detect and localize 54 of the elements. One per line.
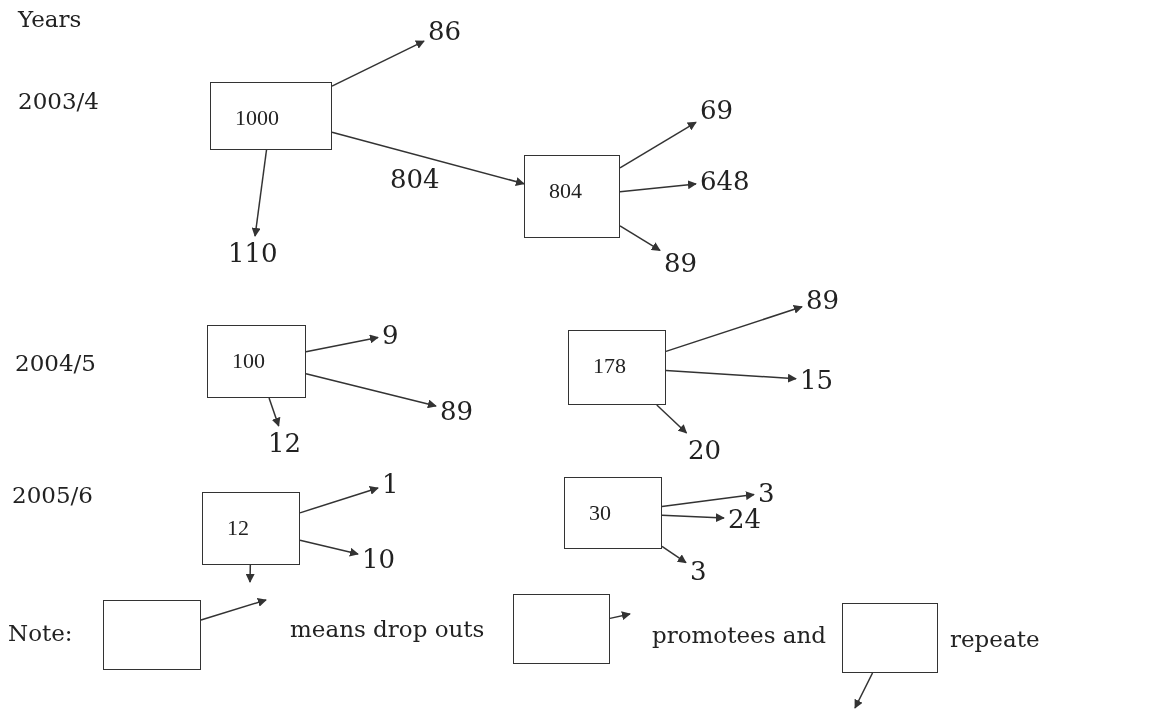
- process-box: 12: [202, 492, 300, 565]
- count-value: 15: [800, 367, 834, 393]
- note-text: Note:: [8, 622, 73, 645]
- arrow: [619, 180, 697, 193]
- arrow: [661, 513, 725, 523]
- note-text: 2005/6: [12, 484, 93, 507]
- count-value: 3: [758, 480, 775, 506]
- count-value: 69: [700, 97, 734, 123]
- count-value: 1: [382, 471, 399, 497]
- arrow: [245, 564, 255, 583]
- count-value: 3: [690, 558, 707, 584]
- arrow: [251, 149, 268, 237]
- arrow: [665, 305, 803, 353]
- empty-box: [513, 594, 610, 664]
- process-box: 804: [524, 155, 620, 238]
- arrow: [305, 334, 379, 353]
- arrow: [331, 40, 425, 87]
- arrow: [619, 225, 661, 252]
- arrow: [200, 598, 267, 621]
- count-value: 89: [440, 398, 474, 424]
- arrow: [609, 611, 631, 621]
- count-value: 89: [664, 250, 698, 276]
- count-value: 9: [382, 322, 399, 348]
- note-text: 2004/5: [15, 352, 96, 375]
- empty-box: [842, 603, 938, 673]
- note-text: promotees and: [652, 624, 827, 647]
- count-value: 12: [268, 430, 302, 456]
- count-value: 86: [428, 18, 462, 44]
- arrow: [854, 672, 874, 709]
- count-value: 89: [806, 287, 840, 313]
- arrow: [331, 131, 525, 186]
- arrow: [299, 486, 379, 514]
- count-value: 24: [728, 506, 762, 532]
- process-box: 178: [568, 330, 666, 405]
- note-text: 2003/4: [18, 90, 99, 113]
- count-value: 20: [688, 437, 722, 463]
- note-text: repeate: [950, 628, 1040, 651]
- arrow: [661, 491, 755, 508]
- note-text: means drop outs: [290, 618, 485, 641]
- arrow: [619, 121, 697, 169]
- process-box: 30: [564, 477, 662, 549]
- count-value: 648: [700, 168, 750, 194]
- arrow: [305, 373, 437, 409]
- note-text: Years: [18, 8, 82, 31]
- count-value: 110: [228, 240, 278, 266]
- arrow: [665, 369, 797, 383]
- arrow: [661, 545, 687, 564]
- arrow: [299, 539, 359, 557]
- process-box: 100: [207, 325, 306, 398]
- process-box: 1000: [210, 82, 332, 150]
- arrow: [656, 404, 688, 434]
- count-value: 10: [362, 546, 396, 572]
- empty-box: [103, 600, 201, 670]
- arrow: [268, 397, 281, 427]
